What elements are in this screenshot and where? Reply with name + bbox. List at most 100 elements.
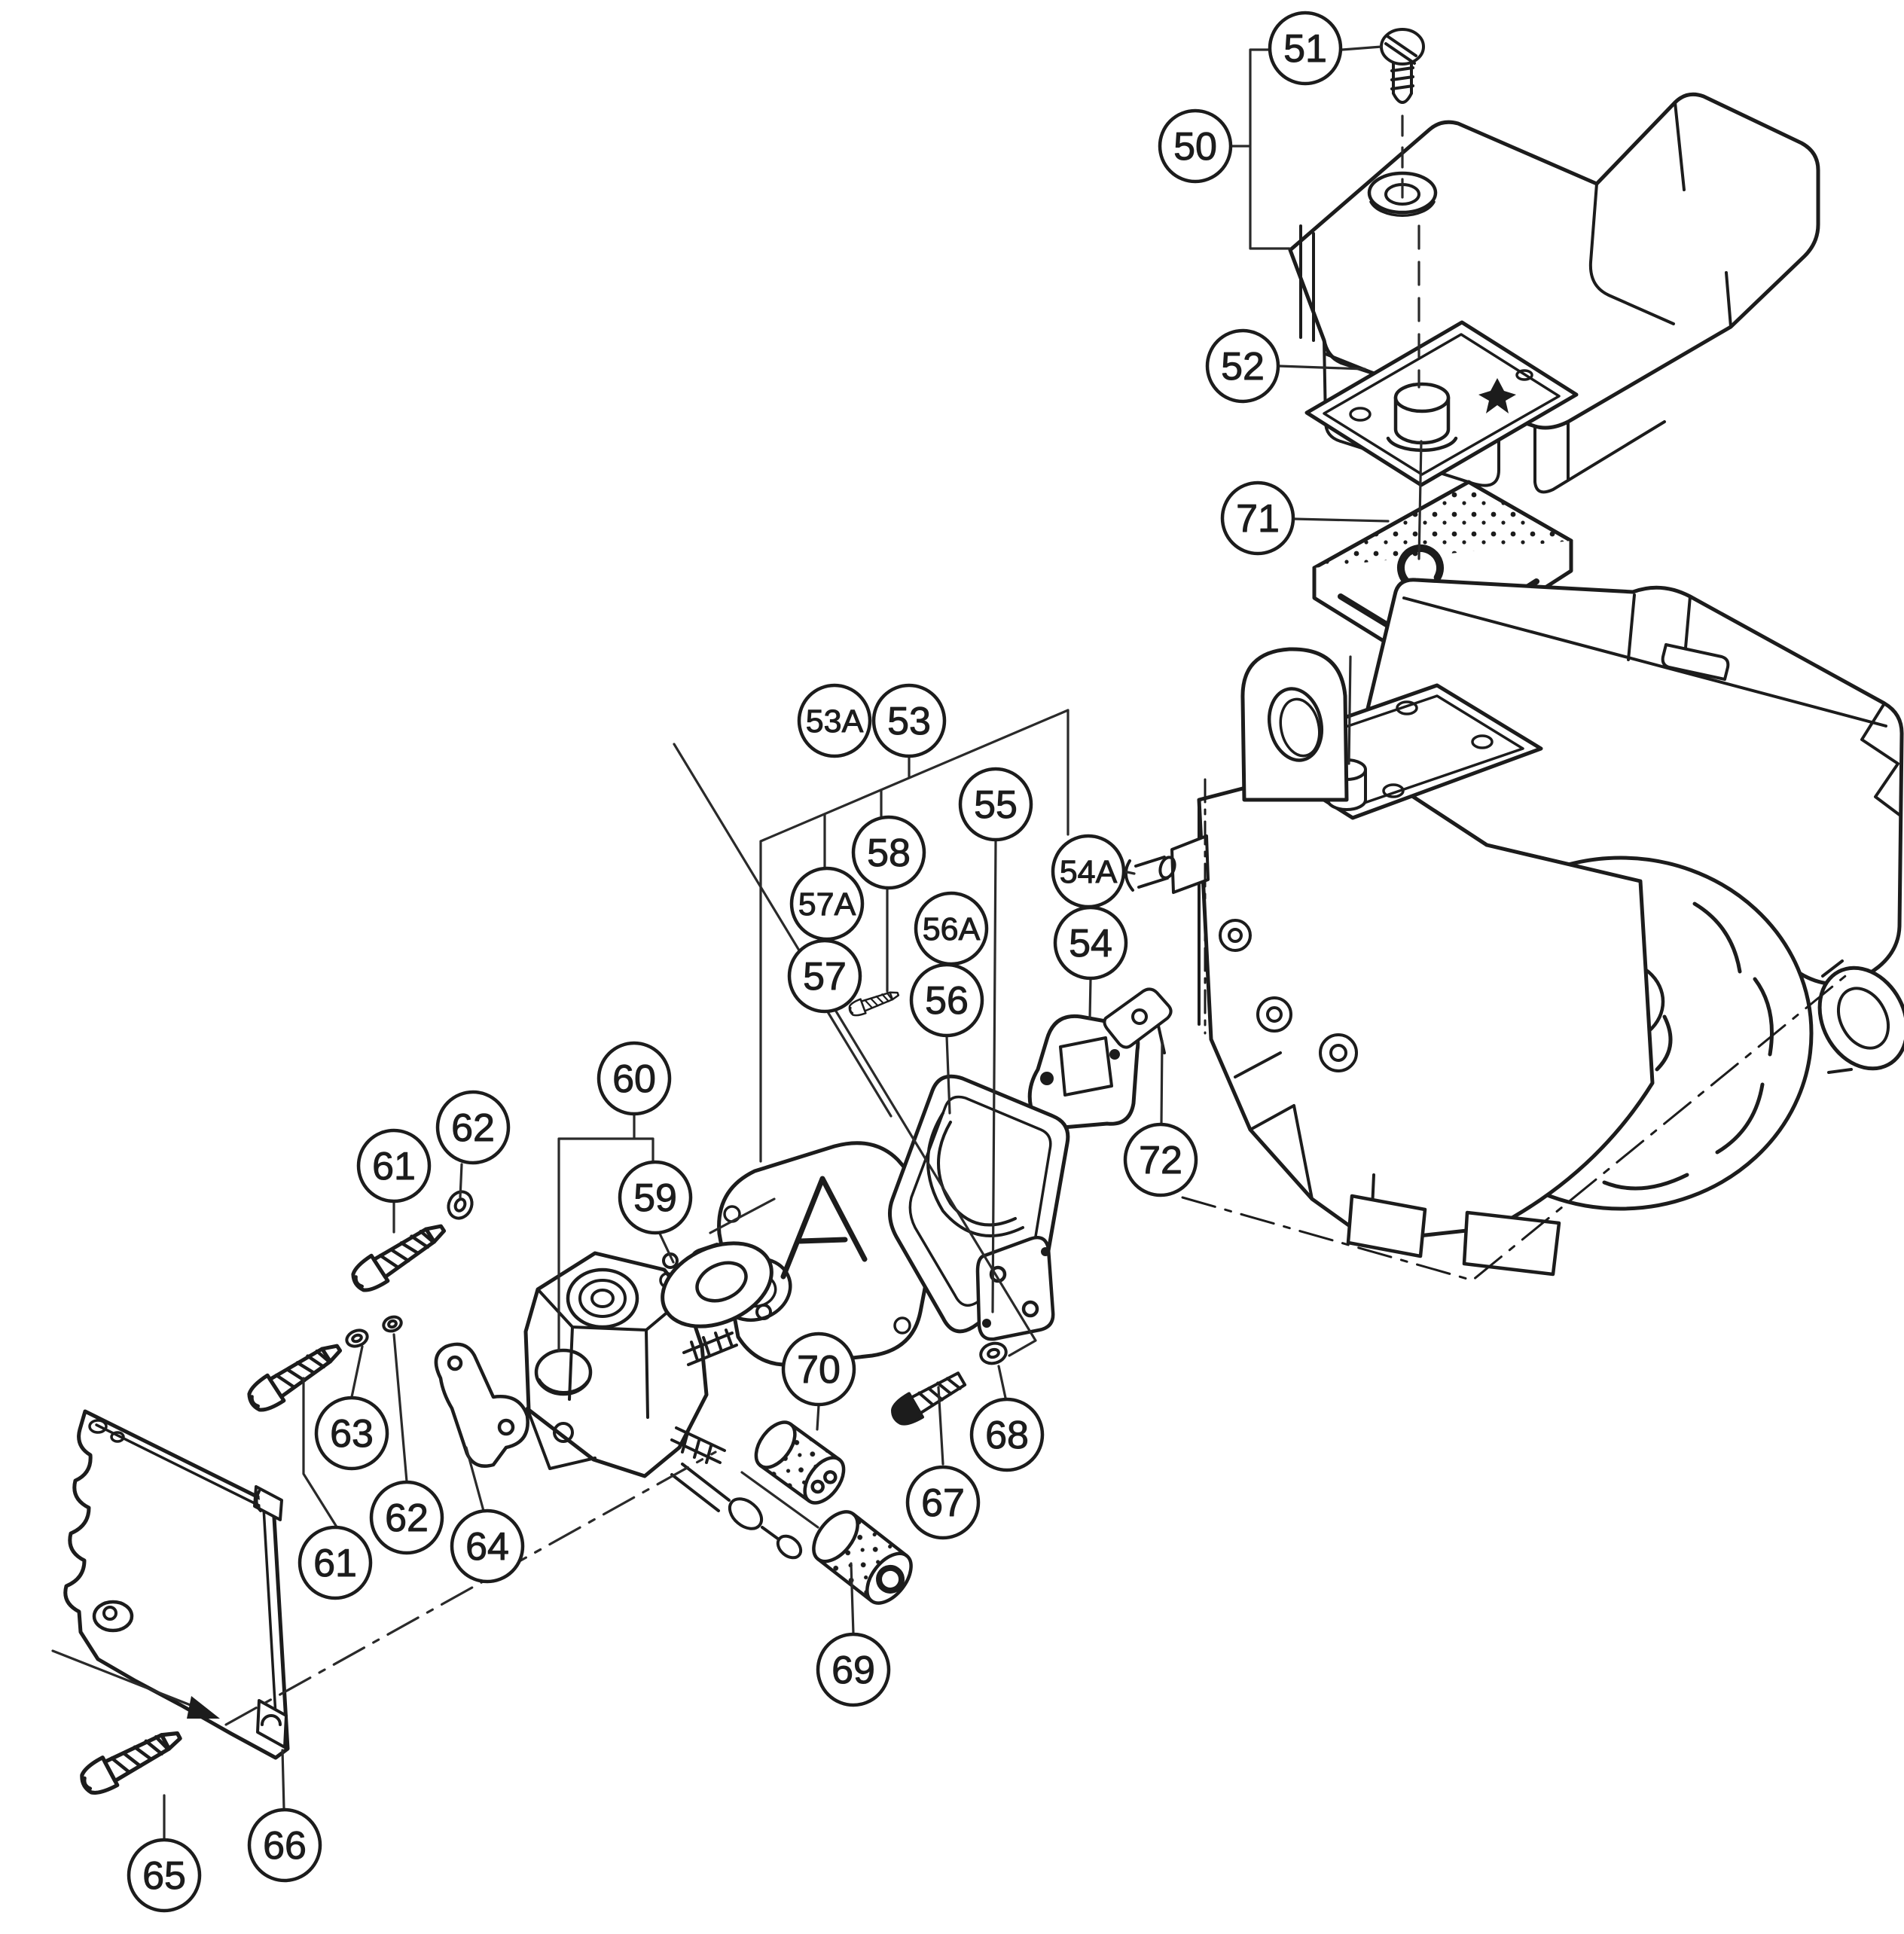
- carb-bottom-hole: [553, 1422, 574, 1443]
- carb-pump-ring-3: [590, 1289, 615, 1308]
- plate-notch-hole: [1515, 369, 1533, 381]
- callout-62: 62: [435, 1090, 511, 1165]
- screw-65: [77, 1721, 186, 1798]
- insulator-hole-1: [989, 1265, 1007, 1283]
- callout-circle: [247, 1807, 322, 1883]
- insulator-dot-1: [982, 1319, 991, 1328]
- leader-52: [1277, 365, 1366, 371]
- screw-67-threads: [917, 1377, 962, 1407]
- callout-label: 54: [1069, 922, 1112, 965]
- plate66-grommet: [92, 1600, 134, 1633]
- flange-hole-2: [755, 1304, 772, 1320]
- callout-63: 63: [314, 1396, 389, 1471]
- callout-circle: [369, 1480, 444, 1555]
- leader-axis-engine: [1347, 655, 1352, 765]
- washer-62-lower: [382, 1315, 403, 1333]
- callout-circle: [450, 1508, 525, 1584]
- callout-61: 61: [356, 1128, 432, 1203]
- callout-70: 70: [781, 1332, 856, 1407]
- leader-54: [1088, 978, 1092, 1020]
- callout-circle: [1220, 480, 1295, 556]
- callout-50: 50: [1158, 108, 1233, 184]
- insulator-hole-2: [1021, 1300, 1039, 1318]
- callout-53: 53: [871, 683, 947, 758]
- callout-61: 61: [298, 1525, 373, 1600]
- callout-label: 70: [797, 1348, 841, 1392]
- lever-body: [434, 1342, 529, 1468]
- clip-tail: [1157, 1024, 1166, 1054]
- clip-body: [1103, 987, 1173, 1049]
- callout-label: 51: [1283, 27, 1327, 71]
- plate66-corner-hole-1: [88, 1419, 108, 1434]
- foam-element-70: [754, 1420, 846, 1505]
- callout-label: 62: [385, 1496, 429, 1540]
- leader-63: [350, 1345, 364, 1399]
- callout-circle: [909, 962, 984, 1038]
- stud-54a: [1124, 856, 1176, 892]
- engine-feet: [1346, 1194, 1561, 1277]
- filter-plate-52: [1304, 320, 1579, 487]
- plate66-corner-hole-2: [110, 1431, 125, 1443]
- crankcase-edges: [1198, 798, 1375, 1243]
- callout-label: 53: [887, 700, 931, 743]
- callout-circle: [1205, 328, 1280, 404]
- callout-label: 60: [612, 1057, 656, 1101]
- leader-62-lower: [392, 1333, 408, 1483]
- lever-hole-1: [447, 1355, 463, 1371]
- plate66-outline: [63, 1409, 290, 1760]
- leader-strainer-diagonal: [740, 1471, 819, 1529]
- cover-recess-shadow: [1369, 200, 1436, 217]
- callout-66: 66: [247, 1807, 322, 1883]
- screw-67: [891, 1371, 967, 1426]
- foam70-hole-2: [810, 1479, 825, 1494]
- callout-label: 63: [330, 1412, 374, 1456]
- callout-64: 64: [450, 1508, 525, 1584]
- callout-60: 60: [597, 1041, 672, 1116]
- callout-57: 57: [787, 938, 862, 1014]
- callout-circle: [597, 1041, 672, 1116]
- callout-circle: [1053, 905, 1128, 981]
- foam70-edges: [758, 1422, 841, 1503]
- strainer-69: [812, 1510, 913, 1605]
- plate-grommet-top: [1393, 382, 1451, 413]
- strainer-edges: [816, 1512, 909, 1603]
- leader-72: [1160, 1039, 1164, 1125]
- plate66-grommet-hole: [102, 1606, 117, 1621]
- leader-67: [937, 1386, 944, 1466]
- callout-69: 69: [816, 1632, 891, 1707]
- gasket-dot-1: [1040, 1072, 1054, 1085]
- screw-67-head: [891, 1392, 924, 1426]
- carb-fuel-stem: [670, 1463, 803, 1560]
- callout-circle: [797, 683, 872, 758]
- lever-64: [434, 1342, 529, 1468]
- plate-pointer-arrowhead: [187, 1696, 220, 1719]
- plate-star-mark: [1478, 378, 1516, 413]
- plate-hole: [1349, 407, 1372, 422]
- carburetor-60: [523, 1251, 803, 1560]
- callout-circle: [871, 683, 947, 758]
- callout-label: 67: [921, 1481, 965, 1525]
- carb-seams: [526, 1288, 685, 1470]
- leader-50-bracket: [1229, 48, 1291, 250]
- leader-64: [465, 1446, 485, 1512]
- callout-circle: [787, 938, 862, 1014]
- leader-lines: [51, 45, 1423, 1841]
- callout-71: 71: [1220, 480, 1295, 556]
- right-boss: [1817, 959, 1904, 1074]
- plate66-top-boss: [253, 1485, 283, 1521]
- assembly-centerline: [224, 1450, 717, 1726]
- callout-label: 56: [925, 979, 969, 1023]
- washer-62-upper: [447, 1190, 474, 1220]
- plate-inner-border: [1323, 333, 1561, 476]
- callout-circle: [298, 1525, 373, 1600]
- callout-label: 52: [1221, 345, 1265, 389]
- callout-label: 66: [263, 1824, 307, 1868]
- callout-label: 55: [974, 783, 1018, 827]
- callout-circle: [618, 1160, 693, 1235]
- callout-label: 53A: [806, 703, 864, 740]
- leader-59: [658, 1232, 675, 1264]
- callout-65: 65: [127, 1838, 202, 1913]
- callout-52: 52: [1205, 328, 1280, 404]
- carb-pump-ring-1: [566, 1267, 639, 1329]
